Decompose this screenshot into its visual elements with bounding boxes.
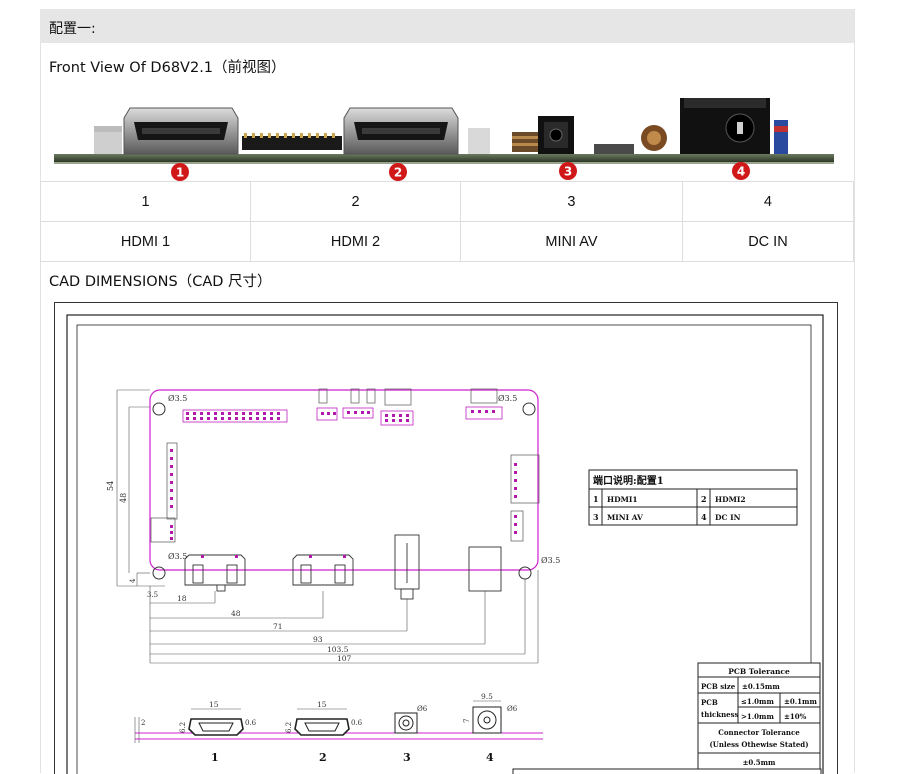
front-view-title: Front View Of D68V2.1（前视图） <box>49 60 286 76</box>
connector-number: 1 <box>211 751 219 764</box>
drawing-border <box>66 314 824 774</box>
svg-text:(Unless Othewise Stated): (Unless Othewise Stated) <box>709 740 808 749</box>
section-header-text: 配置一: <box>49 21 96 37</box>
dim-horizontal: 18 <box>177 594 187 603</box>
svg-text:15: 15 <box>317 700 327 709</box>
svg-text:3: 3 <box>564 165 572 179</box>
cad-dc-footprint <box>468 546 502 592</box>
hole-label: Ø3.5 <box>168 552 187 561</box>
svg-text:端口说明:配置1: 端口说明:配置1 <box>593 474 664 487</box>
port-name-cell: HDMI 1 <box>40 221 251 262</box>
port-name-row: HDMI 1 HDMI 2 MINI AV DC IN <box>40 221 855 262</box>
svg-text:±0.15mm: ±0.15mm <box>742 682 780 691</box>
hole-label: Ø3.5 <box>541 556 560 565</box>
pin-header <box>244 133 335 138</box>
svg-text:≤1.0mm: ≤1.0mm <box>741 697 774 706</box>
svg-text:0.6: 0.6 <box>245 719 257 727</box>
svg-text:thickness: thickness <box>701 710 739 719</box>
port-number-cell: 2 <box>250 181 461 222</box>
cad-av-footprint <box>394 534 420 600</box>
cad-hdmi2-footprint <box>292 554 354 586</box>
hdmi-profile-1: 15 6.2 0.6 <box>179 700 257 736</box>
hdmi1-connector-photo <box>123 107 239 155</box>
dim-small: 4 <box>129 578 137 583</box>
dim-side-outer: 54 <box>106 481 115 491</box>
pcb-outline <box>149 389 539 571</box>
svg-text:PCB Tolerance: PCB Tolerance <box>728 667 790 676</box>
svg-text:PCB size: PCB size <box>701 682 736 691</box>
svg-text:Ø6: Ø6 <box>507 705 518 713</box>
svg-text:3: 3 <box>593 512 599 522</box>
svg-text:6.2: 6.2 <box>285 722 293 733</box>
connector-number: 2 <box>319 751 327 764</box>
connector-number: 3 <box>403 751 411 764</box>
mini-av-jack-photo <box>538 116 574 154</box>
svg-text:MINI AV: MINI AV <box>607 513 643 522</box>
svg-text:2: 2 <box>701 494 707 504</box>
svg-text:15: 15 <box>209 700 219 709</box>
port-marker-4: 4 <box>732 162 750 180</box>
svg-text:±10%: ±10% <box>784 712 807 721</box>
svg-text:4: 4 <box>737 165 745 179</box>
cad-title: CAD DIMENSIONS（CAD 尺寸） <box>49 274 272 290</box>
port-name-cell: MINI AV <box>460 221 683 262</box>
svg-text:HDMI2: HDMI2 <box>715 495 746 504</box>
hdmi-profile-2: 15 6.2 0.6 <box>285 700 363 736</box>
board-front-photo: 1 2 3 4 <box>54 98 834 181</box>
port-number-cell: 1 <box>40 181 251 222</box>
hole-label: Ø3.5 <box>498 394 517 403</box>
cad-drawing: Ø3.5 Ø3.5 Ø3.5 Ø3.5 <box>54 302 838 774</box>
dim-base: 2 <box>141 719 145 727</box>
port-name-cell: HDMI 2 <box>250 221 461 262</box>
svg-text:2: 2 <box>394 166 402 180</box>
svg-text:±0.1mm: ±0.1mm <box>784 697 817 706</box>
svg-text:Connector Tolerance: Connector Tolerance <box>718 728 800 737</box>
svg-text:HDMI1: HDMI1 <box>607 495 638 504</box>
dim-side-inner: 48 <box>119 493 128 503</box>
cad-hdmi1-footprint <box>184 554 246 592</box>
av-profile: Ø6 <box>394 705 428 734</box>
connector-number: 4 <box>486 751 494 764</box>
port-name-cell: DC IN <box>681 221 855 262</box>
dc-profile: 9.5 7 Ø6 <box>463 692 518 734</box>
dc-in-jack-photo <box>680 98 770 154</box>
svg-text:1: 1 <box>593 494 599 504</box>
port-number-row: 1 2 3 4 <box>40 181 855 222</box>
svg-text:>1.0mm: >1.0mm <box>741 712 774 721</box>
port-number-cell: 4 <box>681 181 855 222</box>
cad-port-table: 端口说明:配置1 1 HDMI1 2 HDMI2 3 MINI AV 4 DC … <box>588 469 798 526</box>
content-frame <box>40 9 855 773</box>
port-table: 1 2 3 4 HDMI 1 HDMI 2 MINI AV DC IN <box>40 181 855 262</box>
svg-text:6.2: 6.2 <box>179 722 187 733</box>
port-marker-3: 3 <box>559 162 577 180</box>
hole-label: Ø3.5 <box>168 394 187 403</box>
dim-horizontal: 48 <box>231 609 241 618</box>
svg-text:4: 4 <box>701 512 707 522</box>
port-marker-2: 2 <box>389 163 407 181</box>
tolerance-table: PCB Tolerance PCB size ±0.15mm PCB thick… <box>697 662 821 774</box>
port-marker-1: 1 <box>171 163 189 181</box>
dim-horizontal: 103.5 <box>327 645 349 654</box>
svg-text:PCB: PCB <box>701 698 718 707</box>
port-number-cell: 3 <box>460 181 683 222</box>
svg-text:0.6: 0.6 <box>351 719 363 727</box>
dim-horizontal: 93 <box>313 635 323 644</box>
hdmi2-connector-photo <box>343 107 459 155</box>
svg-text:7: 7 <box>463 719 471 723</box>
svg-text:1: 1 <box>176 166 184 180</box>
dim-horizontal: 71 <box>273 622 283 631</box>
dim-horizontal: 107 <box>337 654 352 663</box>
svg-text:9.5: 9.5 <box>481 692 493 701</box>
svg-text:Ø6: Ø6 <box>417 705 428 713</box>
section-header: 配置一: <box>40 9 854 43</box>
dim-small: 3.5 <box>147 591 158 599</box>
svg-text:±0.5mm: ±0.5mm <box>743 758 776 767</box>
svg-text:DC IN: DC IN <box>715 513 741 522</box>
